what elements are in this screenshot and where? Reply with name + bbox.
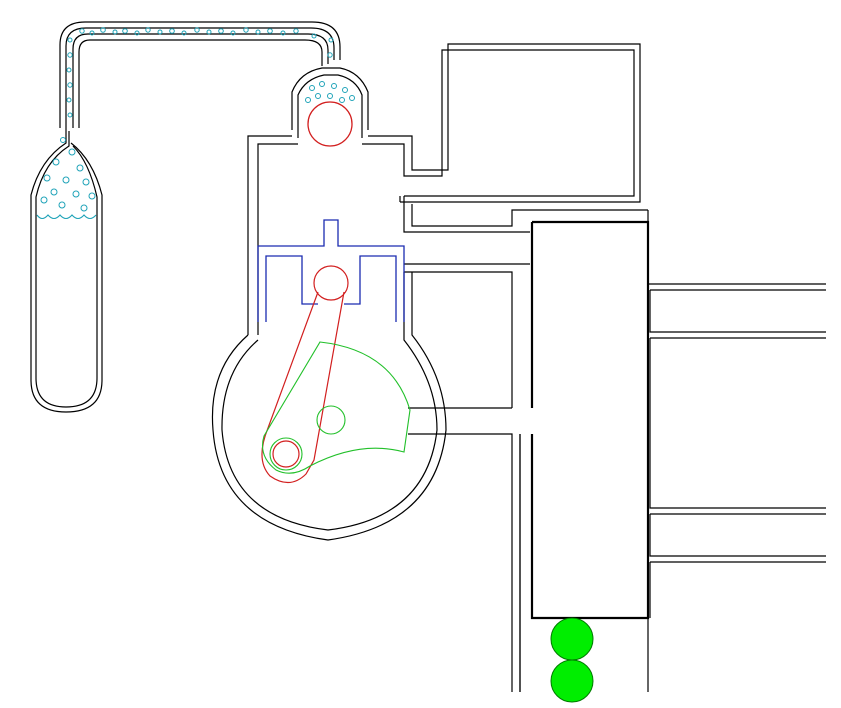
connecting-rod-icon [261, 265, 349, 484]
ram-icon [519, 220, 650, 692]
outlet-channels [647, 210, 826, 618]
valve-housing [291, 67, 369, 138]
balls-group [550, 617, 594, 703]
valve-bubbles [305, 81, 355, 103]
ball-valve-icon [307, 101, 353, 147]
gas-bubbles [40, 27, 334, 212]
crank-icon [261, 341, 411, 474]
piston-icon [257, 219, 405, 322]
ball-icon [550, 659, 594, 703]
ball-icon [550, 617, 594, 661]
cylinder-icon [211, 43, 648, 692]
gas-bottle-icon [30, 128, 103, 413]
liquid-surface [36, 214, 97, 220]
